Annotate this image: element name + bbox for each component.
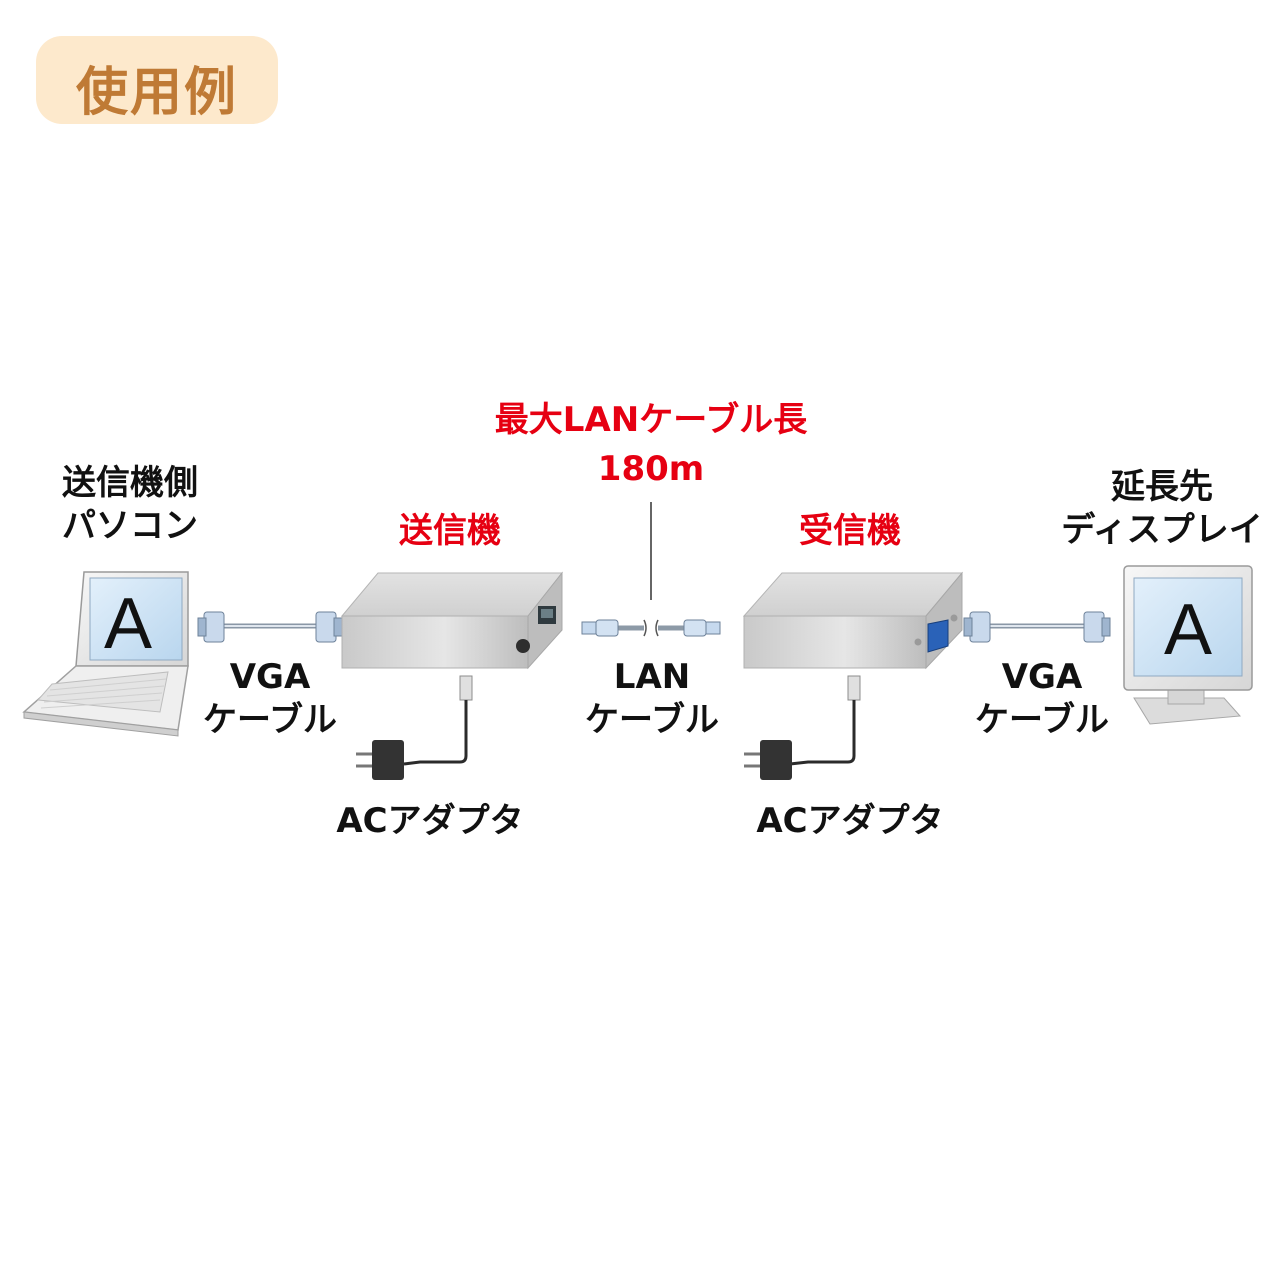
vga-cable-right-label-line1: VGA bbox=[1001, 657, 1083, 697]
vga-cable-left-label: VGA ケーブル bbox=[190, 656, 350, 741]
lan-cable-label-line1: LAN bbox=[613, 657, 691, 697]
power-jack bbox=[516, 639, 530, 653]
display-monitor: A bbox=[1123, 565, 1253, 725]
receiver-label: 受信機 bbox=[770, 510, 930, 553]
receiver-label-text: 受信機 bbox=[799, 511, 901, 551]
sender-pc-label-line2: パソコン bbox=[62, 505, 198, 546]
usage-example-badge: 使用例 bbox=[36, 36, 278, 124]
vga-cable-left-label-line1: VGA bbox=[229, 657, 311, 697]
vga-cable-right-label-line2: ケーブル bbox=[975, 699, 1109, 740]
transmitter-label: 送信機 bbox=[370, 510, 530, 553]
lan-cable bbox=[581, 619, 721, 637]
sender-pc-label-line1: 送信機側 bbox=[62, 463, 198, 503]
laptop-pc: A bbox=[22, 571, 189, 737]
vga-port bbox=[927, 619, 949, 653]
vga-cable-left bbox=[197, 611, 343, 643]
receiver-device bbox=[742, 571, 964, 670]
lan-cable-label: LAN ケーブル bbox=[572, 656, 732, 741]
lan-cable-label-line2: ケーブル bbox=[585, 699, 719, 740]
ac-adapter-left bbox=[356, 675, 473, 780]
ac-adapter-right bbox=[744, 675, 861, 780]
laptop-screen bbox=[89, 577, 183, 661]
badge-text: 使用例 bbox=[75, 63, 238, 123]
ac-adapter-left-label: ACアダプタ bbox=[330, 800, 530, 843]
laptop-screen-letter: A bbox=[104, 584, 152, 664]
vga-cable-right-label: VGA ケーブル bbox=[962, 656, 1122, 741]
max-cable-length-value: 180m bbox=[597, 449, 705, 490]
ac-adapter-left-label-text: ACアダプタ bbox=[336, 801, 524, 841]
max-cable-length-label: 最大LANケーブル長 180m bbox=[450, 396, 852, 495]
transmitter-device bbox=[340, 571, 564, 670]
extension-display-label-line1: 延長先 bbox=[1111, 467, 1213, 507]
max-cable-length-title: 最大LANケーブル長 bbox=[494, 400, 808, 440]
monitor-screen bbox=[1133, 577, 1243, 677]
sender-pc-label: 送信機側 パソコン bbox=[40, 462, 220, 547]
extension-display-label: 延長先 ディスプレイ bbox=[1050, 466, 1274, 551]
extension-display-label-line2: ディスプレイ bbox=[1061, 509, 1263, 550]
vga-cable-right bbox=[963, 611, 1111, 643]
ac-adapter-right-label: ACアダプタ bbox=[750, 800, 950, 843]
vga-cable-left-label-line2: ケーブル bbox=[203, 699, 337, 740]
ac-adapter-right-label-text: ACアダプタ bbox=[756, 801, 944, 841]
transmitter-label-text: 送信機 bbox=[399, 511, 501, 551]
monitor-screen-letter: A bbox=[1164, 590, 1212, 670]
